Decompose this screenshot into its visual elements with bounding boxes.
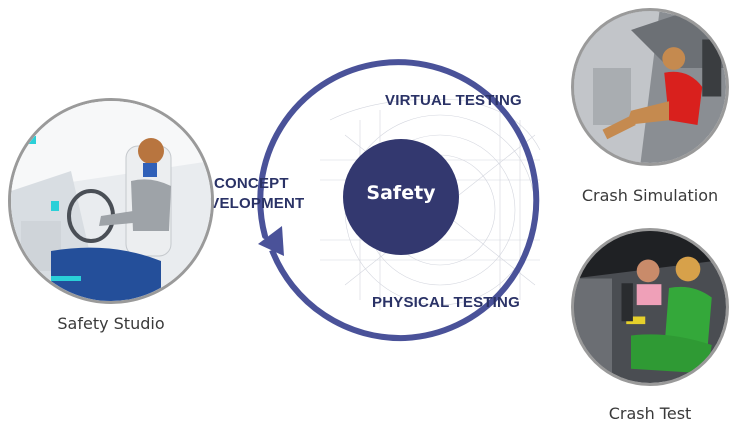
crash-simulation-caption: Crash Simulation bbox=[581, 186, 719, 205]
phase-virtual-testing: VIRTUAL TESTING bbox=[385, 92, 522, 109]
safety-studio-image bbox=[8, 98, 214, 304]
cycle-arc-top bbox=[257, 59, 540, 341]
crash-test-image bbox=[571, 228, 729, 386]
center-circle bbox=[343, 139, 459, 255]
cycle-arc-bottom bbox=[269, 248, 406, 342]
cycle-arrow-icon bbox=[258, 226, 284, 256]
phase-physical-testing: PHYSICAL TESTING bbox=[372, 294, 520, 311]
phase-concept-line2: DEVELOPMENT bbox=[188, 195, 305, 212]
safety-studio-caption: Safety Studio bbox=[57, 314, 165, 333]
phase-concept-line1: CONCEPT bbox=[214, 175, 289, 192]
center-label: Safety bbox=[366, 182, 436, 204]
crash-simulation-image bbox=[571, 8, 729, 166]
crash-test-caption: Crash Test bbox=[608, 404, 692, 423]
